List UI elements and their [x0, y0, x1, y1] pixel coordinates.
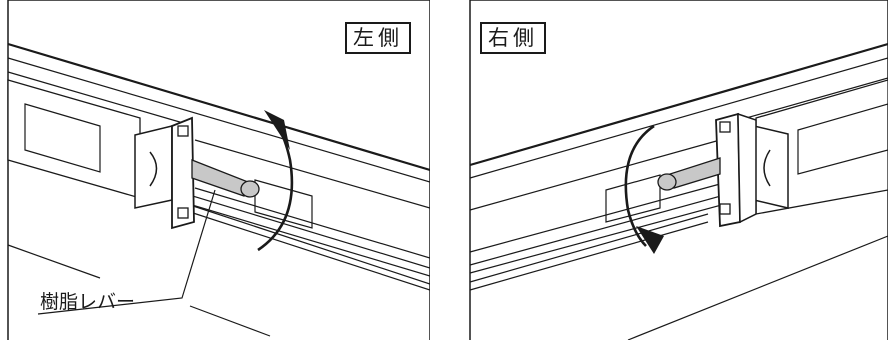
left-side-label: 左側	[345, 22, 411, 54]
right-rail-drawing	[469, 0, 888, 340]
resin-lever-callout: 樹脂レバー	[40, 291, 136, 313]
right-side-panel: 右側	[458, 0, 888, 340]
right-side-label: 右側	[480, 22, 546, 54]
left-side-panel: 左側 樹脂レバー	[0, 0, 430, 340]
left-rail-drawing	[7, 0, 430, 340]
